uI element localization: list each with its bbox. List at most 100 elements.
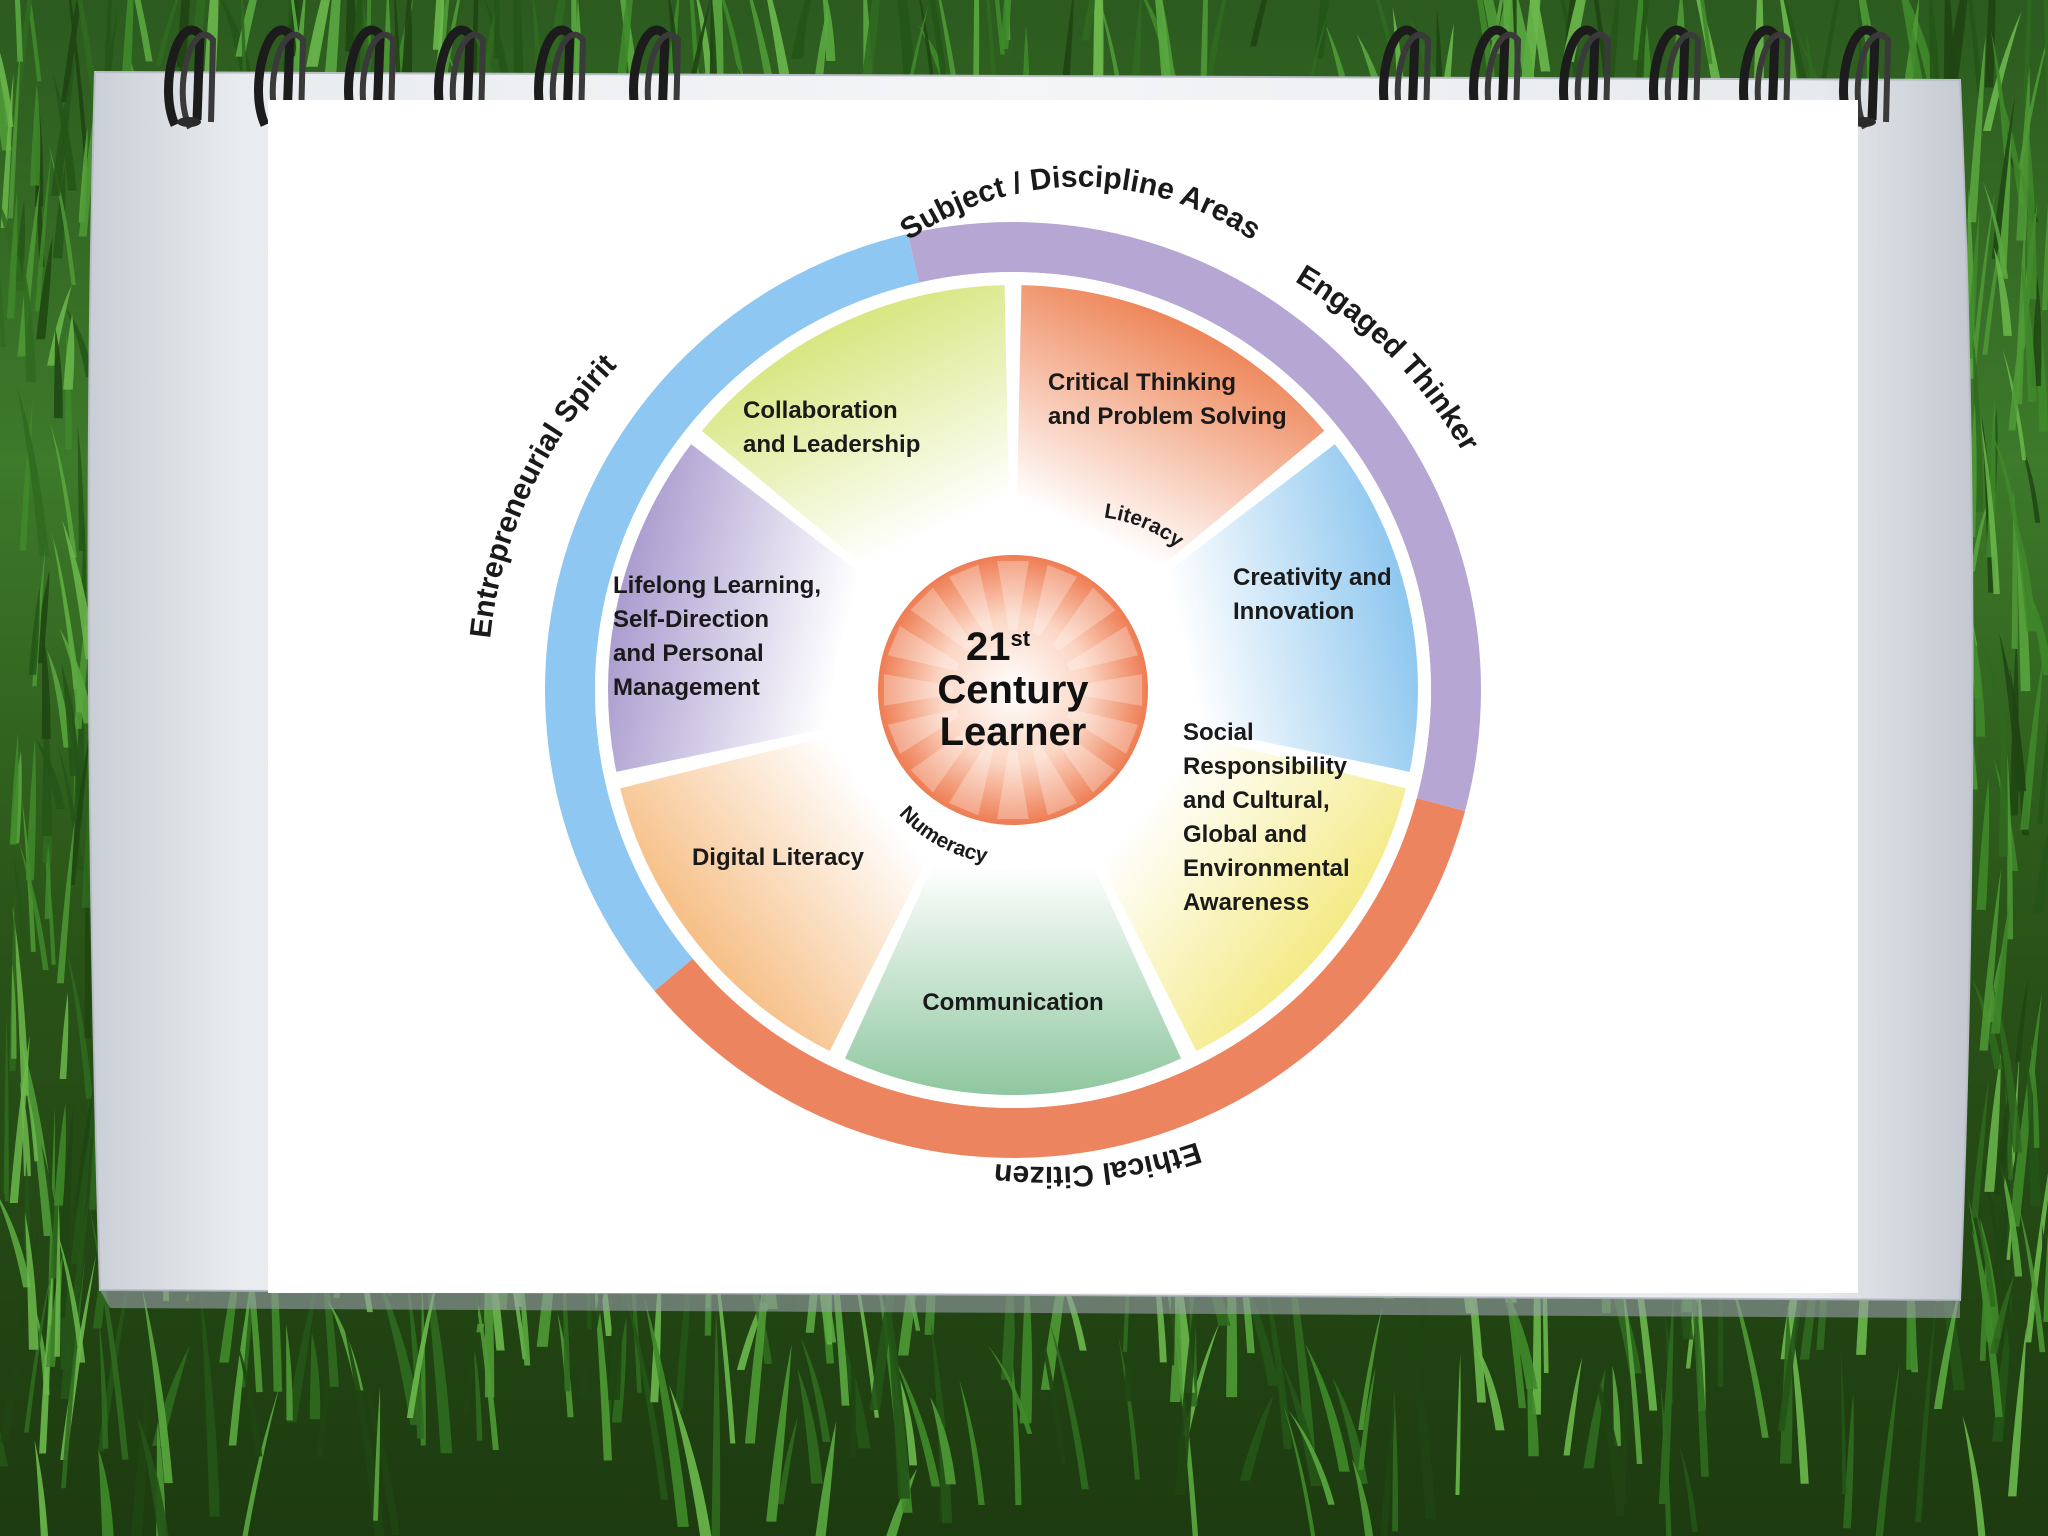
grass-blade	[1351, 1458, 1374, 1536]
grass-blade	[1612, 1365, 1621, 1447]
grass-blade	[1999, 1160, 2023, 1277]
grass-blade	[47, 284, 72, 366]
grass-blade	[1820, 0, 1840, 87]
grass-blade	[30, 84, 41, 186]
grass-blade	[77, 425, 85, 551]
grass-blade	[2011, 487, 2018, 649]
segment-label-line: Social	[1183, 719, 1254, 746]
grass-blade	[18, 842, 49, 970]
grass-blade	[711, 1309, 721, 1536]
grass-blade	[1205, 0, 1227, 79]
grass-blade	[1991, 95, 2016, 259]
grass-blade	[496, 1209, 527, 1360]
grass-blade	[2025, 584, 2048, 676]
center-label-21: 21st	[966, 625, 1031, 669]
grass-blade	[1971, 625, 1986, 737]
center-ray	[887, 709, 960, 755]
grass-blade	[973, 0, 980, 84]
grass-blade	[1679, 1446, 1698, 1532]
segment-label-line: and Problem Solving	[1048, 403, 1287, 430]
grass-blade	[2011, 504, 2037, 632]
grass-blade	[141, 1287, 173, 1484]
grass-blade	[1996, 83, 2026, 204]
grass-blade	[1305, 1343, 1350, 1472]
grass-blade	[25, 736, 36, 881]
grass-blade	[66, 951, 93, 1099]
grass-blade	[20, 1035, 56, 1237]
grass-blade	[2020, 653, 2044, 830]
spiral-hole	[177, 117, 201, 127]
grass-blade	[235, 1338, 263, 1457]
segment-label-line: Creativity and	[1233, 564, 1392, 591]
grass-blade	[1118, 1336, 1140, 1480]
grass-blade	[850, 1289, 856, 1457]
grass-blade	[1250, 0, 1268, 47]
grass-blade	[25, 1083, 39, 1162]
grass-blade	[2041, 203, 2048, 311]
center-hub	[878, 555, 1148, 825]
grass-blade	[1962, 1415, 1986, 1536]
diagram-card: 21st Century Learner Literacy Numeracy S…	[268, 100, 1858, 1293]
grass-blade	[2026, 128, 2037, 300]
grass-blade	[156, 0, 179, 66]
grass-blade	[0, 72, 14, 228]
grass-blade	[1455, 1353, 1461, 1496]
grass-blade	[1978, 636, 2008, 731]
grass-blade	[1991, 901, 2010, 1034]
grass-blade	[23, 1161, 31, 1250]
grass-blade	[1169, 1299, 1182, 1403]
grass-blade	[1915, 1297, 1937, 1523]
center-rays	[883, 560, 1143, 820]
grass-blade	[1984, 1052, 2001, 1192]
center-ray	[1032, 743, 1078, 816]
grass-blade	[837, 1184, 880, 1418]
grass-blade	[1591, 1362, 1628, 1503]
grass-blade	[36, 236, 53, 340]
grass-blade	[432, 0, 445, 50]
segment-label-line: Innovation	[1233, 598, 1354, 625]
grass-blade	[61, 0, 82, 103]
outer-ring-band-ethical	[654, 798, 1466, 1159]
grass-blade	[1903, 0, 1937, 82]
grass-blade	[2007, 752, 2013, 940]
grass-blade	[1375, 0, 1393, 45]
grass-blade	[51, 531, 83, 713]
grass-blade	[68, 721, 92, 885]
segment-label-line: Communication	[922, 989, 1103, 1016]
center-ray	[1066, 709, 1139, 755]
grass-blade	[1999, 632, 2027, 792]
grass-blade	[1970, 190, 1996, 372]
grass-blade	[24, 1212, 39, 1350]
grass-blade	[1093, 0, 1103, 87]
grass-blade	[1658, 1289, 1674, 1504]
grass-blade	[69, 683, 83, 822]
grass-blade	[53, 328, 63, 419]
grass-blade	[1997, 1157, 2016, 1264]
grass-blade	[1474, 1342, 1505, 1431]
grass-blade	[1232, 1255, 1279, 1386]
grass-blade	[309, 1332, 321, 1420]
grass-blade	[27, 0, 42, 82]
grass-blade	[2016, 65, 2030, 241]
grass-blade	[406, 1273, 425, 1439]
grass-blade	[60, 1190, 91, 1399]
segment-critical	[1016, 285, 1325, 575]
grass-blade	[2025, 1173, 2048, 1343]
grass-blade	[64, 306, 94, 378]
grass-blade	[98, 1448, 114, 1536]
grass-blade	[1968, 0, 1983, 99]
grass-blade	[342, 1316, 385, 1536]
grass-blade	[2031, 1043, 2040, 1148]
grass-blade	[28, 587, 40, 675]
grass-blade	[4, 1095, 9, 1202]
grass-blade	[1984, 0, 1996, 88]
grass-blade	[2033, 833, 2048, 914]
grass-blade	[1282, 1403, 1316, 1536]
grass-blade	[41, 629, 51, 739]
grass-blade	[1971, 1229, 1995, 1343]
grass-blade	[13, 854, 27, 955]
